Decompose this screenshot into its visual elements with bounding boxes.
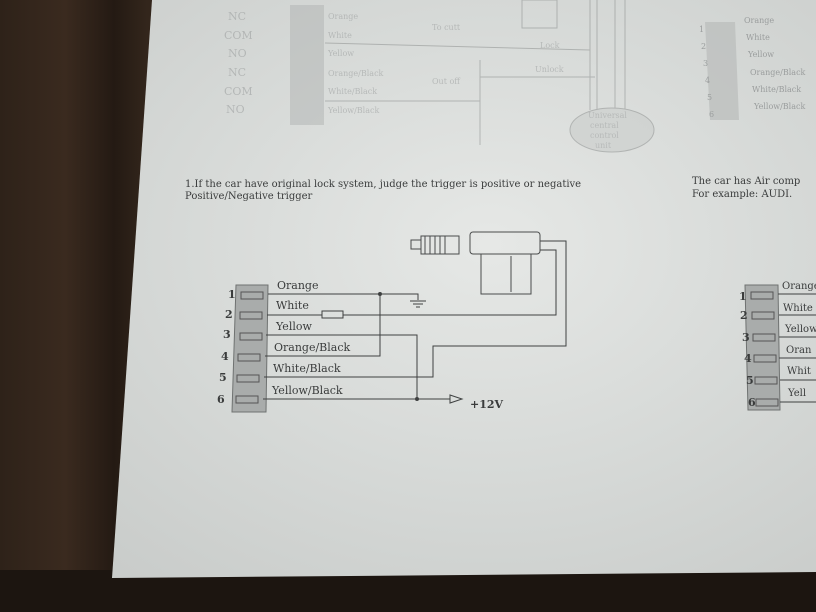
relay-label: NO: [228, 47, 247, 60]
relay-label: NO: [226, 103, 245, 116]
wire-label: Orange: [782, 281, 816, 292]
connector-block: [231, 284, 269, 413]
pin-number: 5: [746, 374, 754, 387]
wire-label-orange: Orange: [277, 279, 318, 292]
wire-label: White: [783, 303, 813, 314]
wire-label-white-black: White/Black: [273, 362, 341, 375]
pin-number: 6: [217, 393, 225, 406]
pin-number: 2: [225, 308, 233, 321]
pin-number: 1: [228, 288, 236, 301]
heading-line-2: Positive/Negative trigger: [185, 191, 313, 202]
unlock-label: Unlock: [535, 65, 564, 74]
faded-connector-right: [705, 22, 739, 120]
pin-number: 3: [223, 328, 231, 341]
wires: [263, 240, 567, 404]
pin-number: 2: [701, 42, 706, 51]
unit-label: central: [590, 121, 619, 130]
pin-number: 4: [744, 352, 752, 365]
connector-slots-right: [750, 291, 779, 407]
unit-label: control: [590, 131, 619, 140]
wire-label: Orange/Black: [328, 69, 384, 78]
wires-right: [778, 293, 816, 403]
wire-label-orange-black: Orange/Black: [274, 341, 350, 354]
main-wiring-diagram: 1 2 3 4 5 6 Orange White Yellow Orange/B…: [217, 231, 567, 413]
relay-text: Out off: [432, 77, 461, 86]
pin-number: 3: [703, 59, 708, 68]
connector-block-right: [744, 284, 781, 411]
connector-slots: [235, 291, 264, 404]
wire-label: Yell: [787, 388, 806, 399]
wire-label-yellow: Yellow: [275, 320, 312, 333]
pin-number: 2: [740, 309, 748, 322]
door-lock-actuator: [410, 231, 541, 295]
relay-label: NC: [228, 10, 246, 23]
wire-label-white: White: [276, 299, 309, 312]
pin-number: 3: [742, 331, 750, 344]
faded-relay-diagram: NC COM NO NC COM NO Orange White Yellow …: [224, 0, 655, 153]
pin-number: 1: [699, 25, 704, 34]
pin-number: 5: [219, 371, 227, 384]
faded-connector: [290, 5, 324, 125]
pin-number: 1: [739, 290, 747, 303]
section-heading: 1.If the car have original lock system, …: [185, 179, 581, 202]
wire-label: White/Black: [752, 85, 801, 94]
wire-label: Whit: [787, 366, 811, 377]
pin-number: 5: [707, 93, 712, 102]
relay-label: COM: [224, 29, 253, 42]
wire-label: Yellow: [747, 50, 774, 59]
supply-label: +12V: [470, 398, 504, 411]
wire-label: Oran: [786, 345, 812, 356]
pin-number: 6: [748, 396, 756, 409]
relay-label: COM: [224, 85, 253, 98]
right-text-line-1: The car has Air comp: [692, 176, 800, 187]
right-text-line-2: For example: AUDI.: [692, 189, 792, 200]
pin-number: 4: [221, 350, 229, 363]
unit-label: Universal: [588, 111, 627, 120]
wire-label: White: [746, 33, 770, 42]
heading-line-1: 1.If the car have original lock system, …: [185, 179, 581, 190]
wire-label: White/Black: [328, 87, 377, 96]
wire-label: Yellow/Black: [327, 106, 379, 115]
wire-label: Orange/Black: [750, 68, 806, 77]
wire-label: Yellow: [327, 49, 354, 58]
pin-number: 4: [705, 76, 710, 85]
pin-number: 6: [709, 110, 714, 119]
wire-label: Orange: [328, 12, 358, 21]
unit-label: unit: [595, 141, 612, 150]
wire-label: Yellow: [784, 324, 816, 335]
wire-label: Orange: [744, 16, 774, 25]
wire-label: White: [328, 31, 352, 40]
relay-text: To cutt: [432, 23, 461, 32]
wire-label: Yellow/Black: [753, 102, 805, 111]
wire-label-yellow-black: Yellow/Black: [271, 384, 343, 397]
relay-label: NC: [228, 66, 246, 79]
right-column: 1 2 3 4 5 6 Orange White Yellow Orange/B…: [692, 16, 816, 411]
lock-label: Lock: [540, 41, 560, 50]
